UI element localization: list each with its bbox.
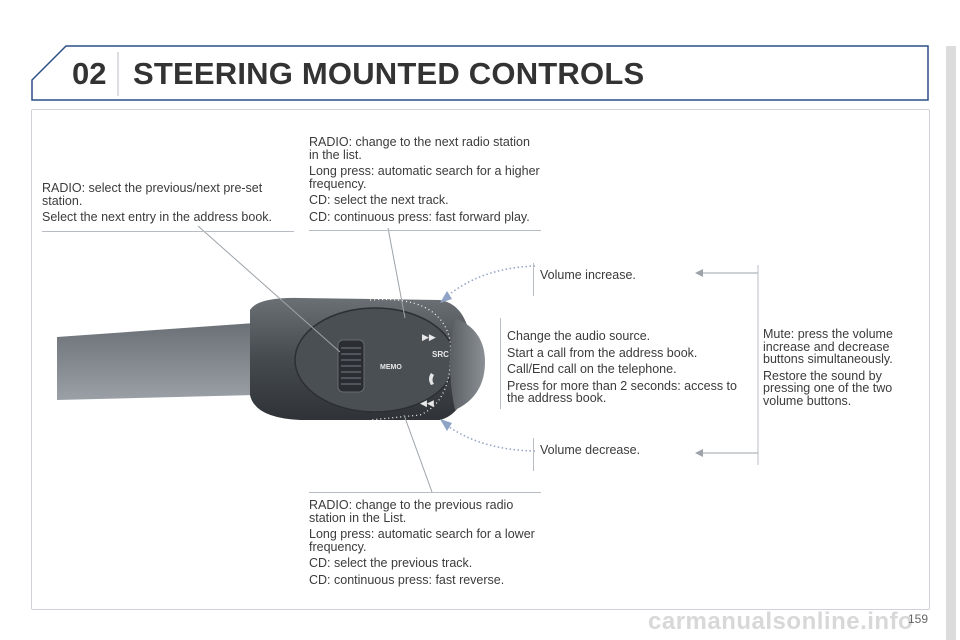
phone-icon [429,373,434,385]
watermark: carmanualsonline.info [648,608,914,635]
volume-up-callout: Volume increase. [533,263,690,296]
src-label: SRC [432,350,449,359]
volume-up-label: Volume increase. [540,268,636,282]
source-line-2: Start a call from the address book. [507,345,698,360]
volume-down-callout: Volume decrease. [533,438,690,471]
source-line-3: Call/End call on the telephone. [507,362,677,376]
sidebar-rule [946,46,956,640]
mute-line-1: Mute: press the volume increase and decr… [763,327,893,366]
next-line-1: RADIO: change to the next radio station … [309,135,530,162]
mute-callout: Mute: press the volume increase and decr… [763,328,903,411]
page-number: 159 [908,612,929,626]
source-callout: Change the audio source. Start a call fr… [500,318,753,409]
previous-line-4: CD: continuous press: fast reverse. [309,572,505,587]
stalk-end-cap [450,318,485,410]
volume-down-label: Volume decrease. [540,443,641,457]
source-line-1: Change the audio source. [507,329,651,343]
preset-line-1: RADIO: select the previous/next pre-set … [42,181,263,208]
stalk-arm [57,323,255,400]
chapter-number: 02 [72,56,107,91]
previous-callout: RADIO: change to the previous radio stat… [309,492,541,590]
next-callout: RADIO: change to the next radio station … [309,136,541,231]
next-line-4: CD: continuous press: fast forward play. [309,209,530,224]
memo-label: MEMO [380,364,402,371]
next-line-2: Long press: automatic search for a highe… [309,164,540,191]
page-title: STEERING MOUNTED CONTROLS [133,56,645,91]
next-line-3: CD: select the next track. [309,193,449,207]
mute-line-2: Restore the sound by pressing one of the… [763,368,893,408]
previous-button-icon: ◀◀ [420,398,434,408]
source-line-4: Press for more than 2 seconds: access to… [507,378,737,405]
previous-line-2: Long press: automatic search for a lower… [309,527,535,554]
next-button-icon: ▶▶ [422,332,436,342]
previous-line-1: RADIO: change to the previous radio stat… [309,498,514,525]
header-frame [31,45,929,101]
preset-callout: RADIO: select the previous/next pre-set … [42,182,294,232]
previous-line-3: CD: select the previous track. [309,556,473,570]
preset-line-2: Select the next entry in the address boo… [42,210,272,224]
